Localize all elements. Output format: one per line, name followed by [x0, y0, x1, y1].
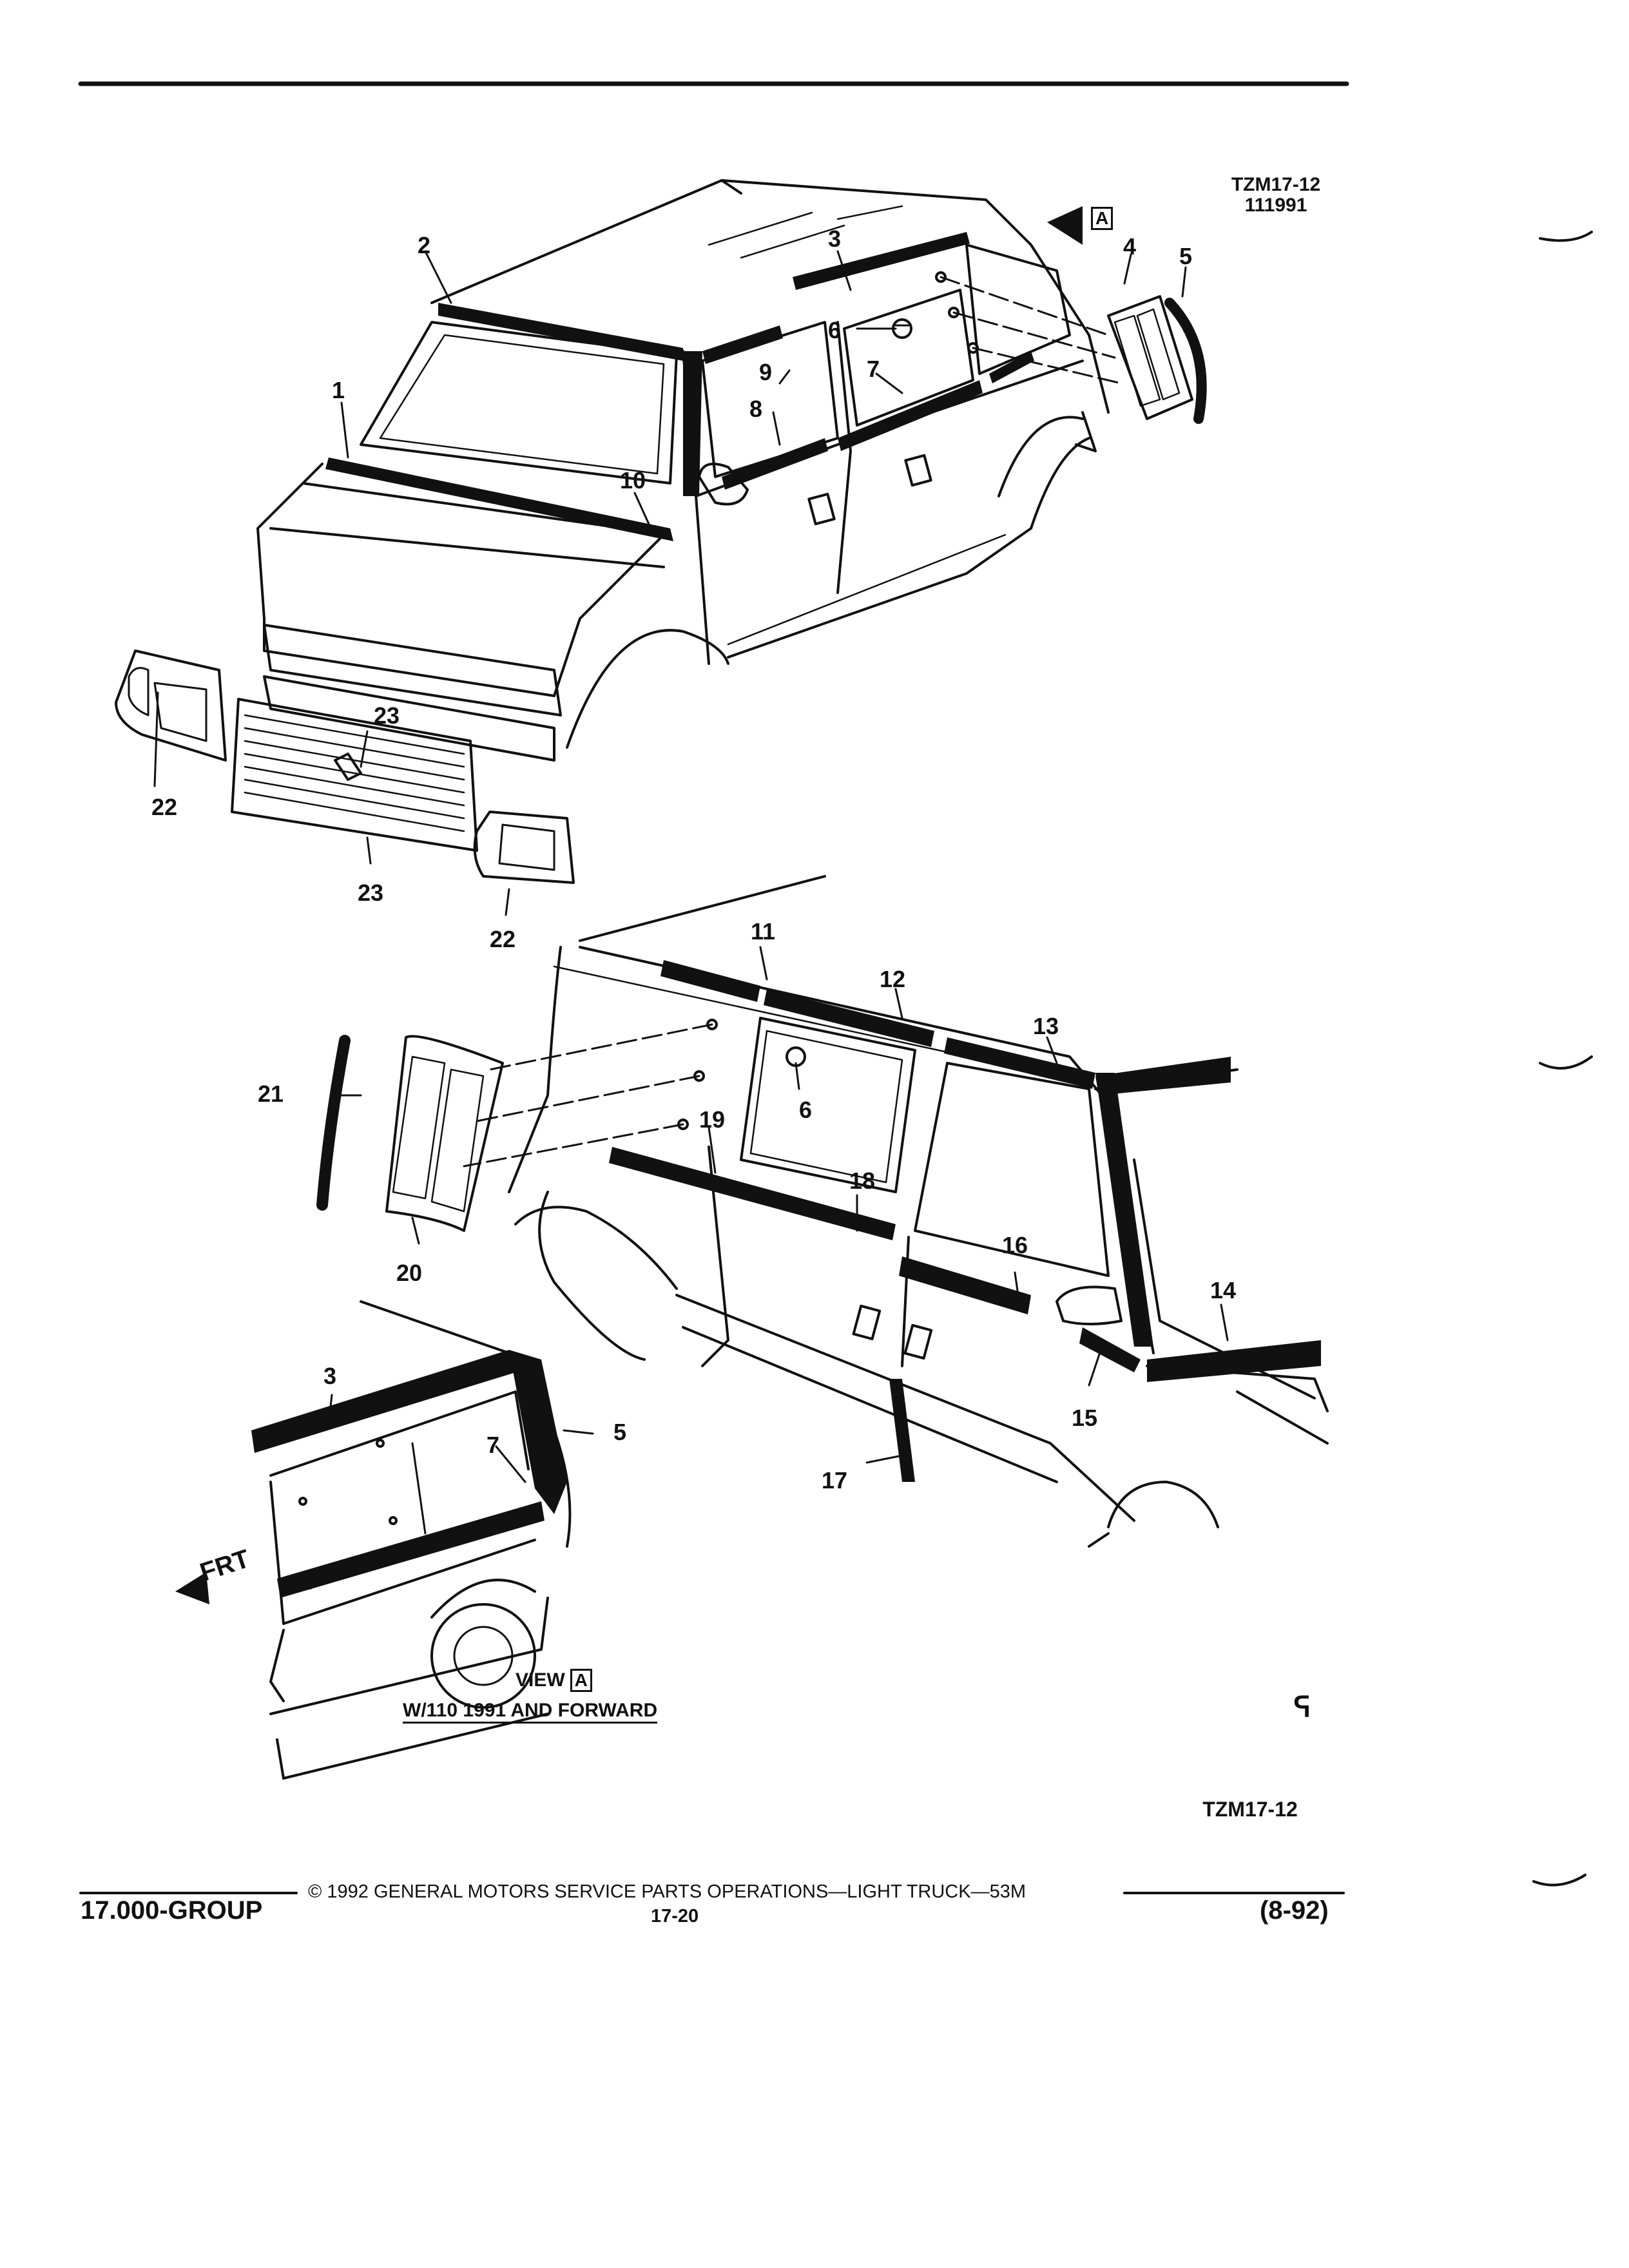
callout-11: 11: [751, 918, 776, 945]
callout-5-top: 5: [1179, 243, 1193, 269]
seal-21: [316, 1035, 351, 1211]
side-vent-panel-upper: [1107, 295, 1193, 420]
view-a-note: W/110 1991 AND FORWARD: [403, 1701, 658, 1724]
figure-id: TZM17-12: [1231, 174, 1321, 195]
callout-10: 10: [620, 467, 646, 494]
footer-group: 17.000-GROUP: [81, 1896, 263, 1925]
view-a-moldings: [251, 1350, 567, 1598]
callout-22-right: 22: [490, 926, 516, 952]
upper-van-body: [256, 179, 1123, 762]
callout-13: 13: [1033, 1013, 1059, 1039]
footer-copyright: © 1992 GENERAL MOTORS SERVICE PARTS OPER…: [308, 1881, 1026, 1902]
callout-21: 21: [258, 1081, 284, 1107]
callout-9: 9: [759, 359, 773, 385]
footer-revision: (8-92): [1260, 1896, 1329, 1925]
middle-moldings: [609, 960, 1321, 1482]
callout-16: 16: [1002, 1232, 1028, 1258]
callout-23-top: 23: [374, 702, 400, 729]
callout-14: 14: [1210, 1277, 1237, 1303]
callout-12: 12: [880, 966, 906, 992]
figure-date: 111991: [1244, 195, 1307, 216]
view-a-leaders: [327, 1394, 594, 1483]
callout-6-top: 6: [828, 317, 842, 343]
callout-15: 15: [1072, 1405, 1098, 1431]
callout-19: 19: [699, 1106, 726, 1133]
callout-2: 2: [418, 232, 431, 258]
callout-6-mid: 6: [799, 1097, 813, 1123]
callout-4: 4: [1123, 233, 1137, 260]
arrow-box-a: A: [1086, 205, 1113, 230]
seal-5-upper: [1164, 298, 1207, 424]
fold-marks: [1532, 231, 1593, 1887]
footer-page: 17-20: [651, 1906, 699, 1927]
headlamp-bezel-right: [473, 811, 575, 884]
frt-arrow-icon: [175, 1572, 209, 1604]
callout-1: 1: [332, 377, 345, 403]
callout-3-view: 3: [323, 1363, 337, 1389]
callout-7-view: 7: [487, 1432, 500, 1458]
headlamp-bezel-left: [115, 649, 227, 762]
callout-22-left: 22: [151, 794, 178, 820]
figure-code-bottom: TZM17-12: [1202, 1798, 1298, 1821]
upper-leaders: [153, 250, 1187, 916]
side-vent-panel-middle: [385, 1035, 504, 1232]
callout-7-top: 7: [867, 356, 880, 382]
callout-20: 20: [396, 1260, 423, 1286]
logo-mark: ᕋ: [1294, 1691, 1311, 1723]
callout-23-bottom: 23: [358, 879, 384, 906]
middle-leaders: [334, 946, 1229, 1464]
callout-8: 8: [749, 396, 763, 422]
callout-3-top: 3: [828, 226, 842, 252]
grille: [231, 698, 478, 852]
callout-17: 17: [822, 1467, 848, 1494]
view-arrow-icon: [1047, 206, 1083, 245]
callout-18: 18: [849, 1168, 876, 1194]
upper-moldings: [325, 232, 1034, 541]
callout-5-view: 5: [613, 1419, 627, 1445]
